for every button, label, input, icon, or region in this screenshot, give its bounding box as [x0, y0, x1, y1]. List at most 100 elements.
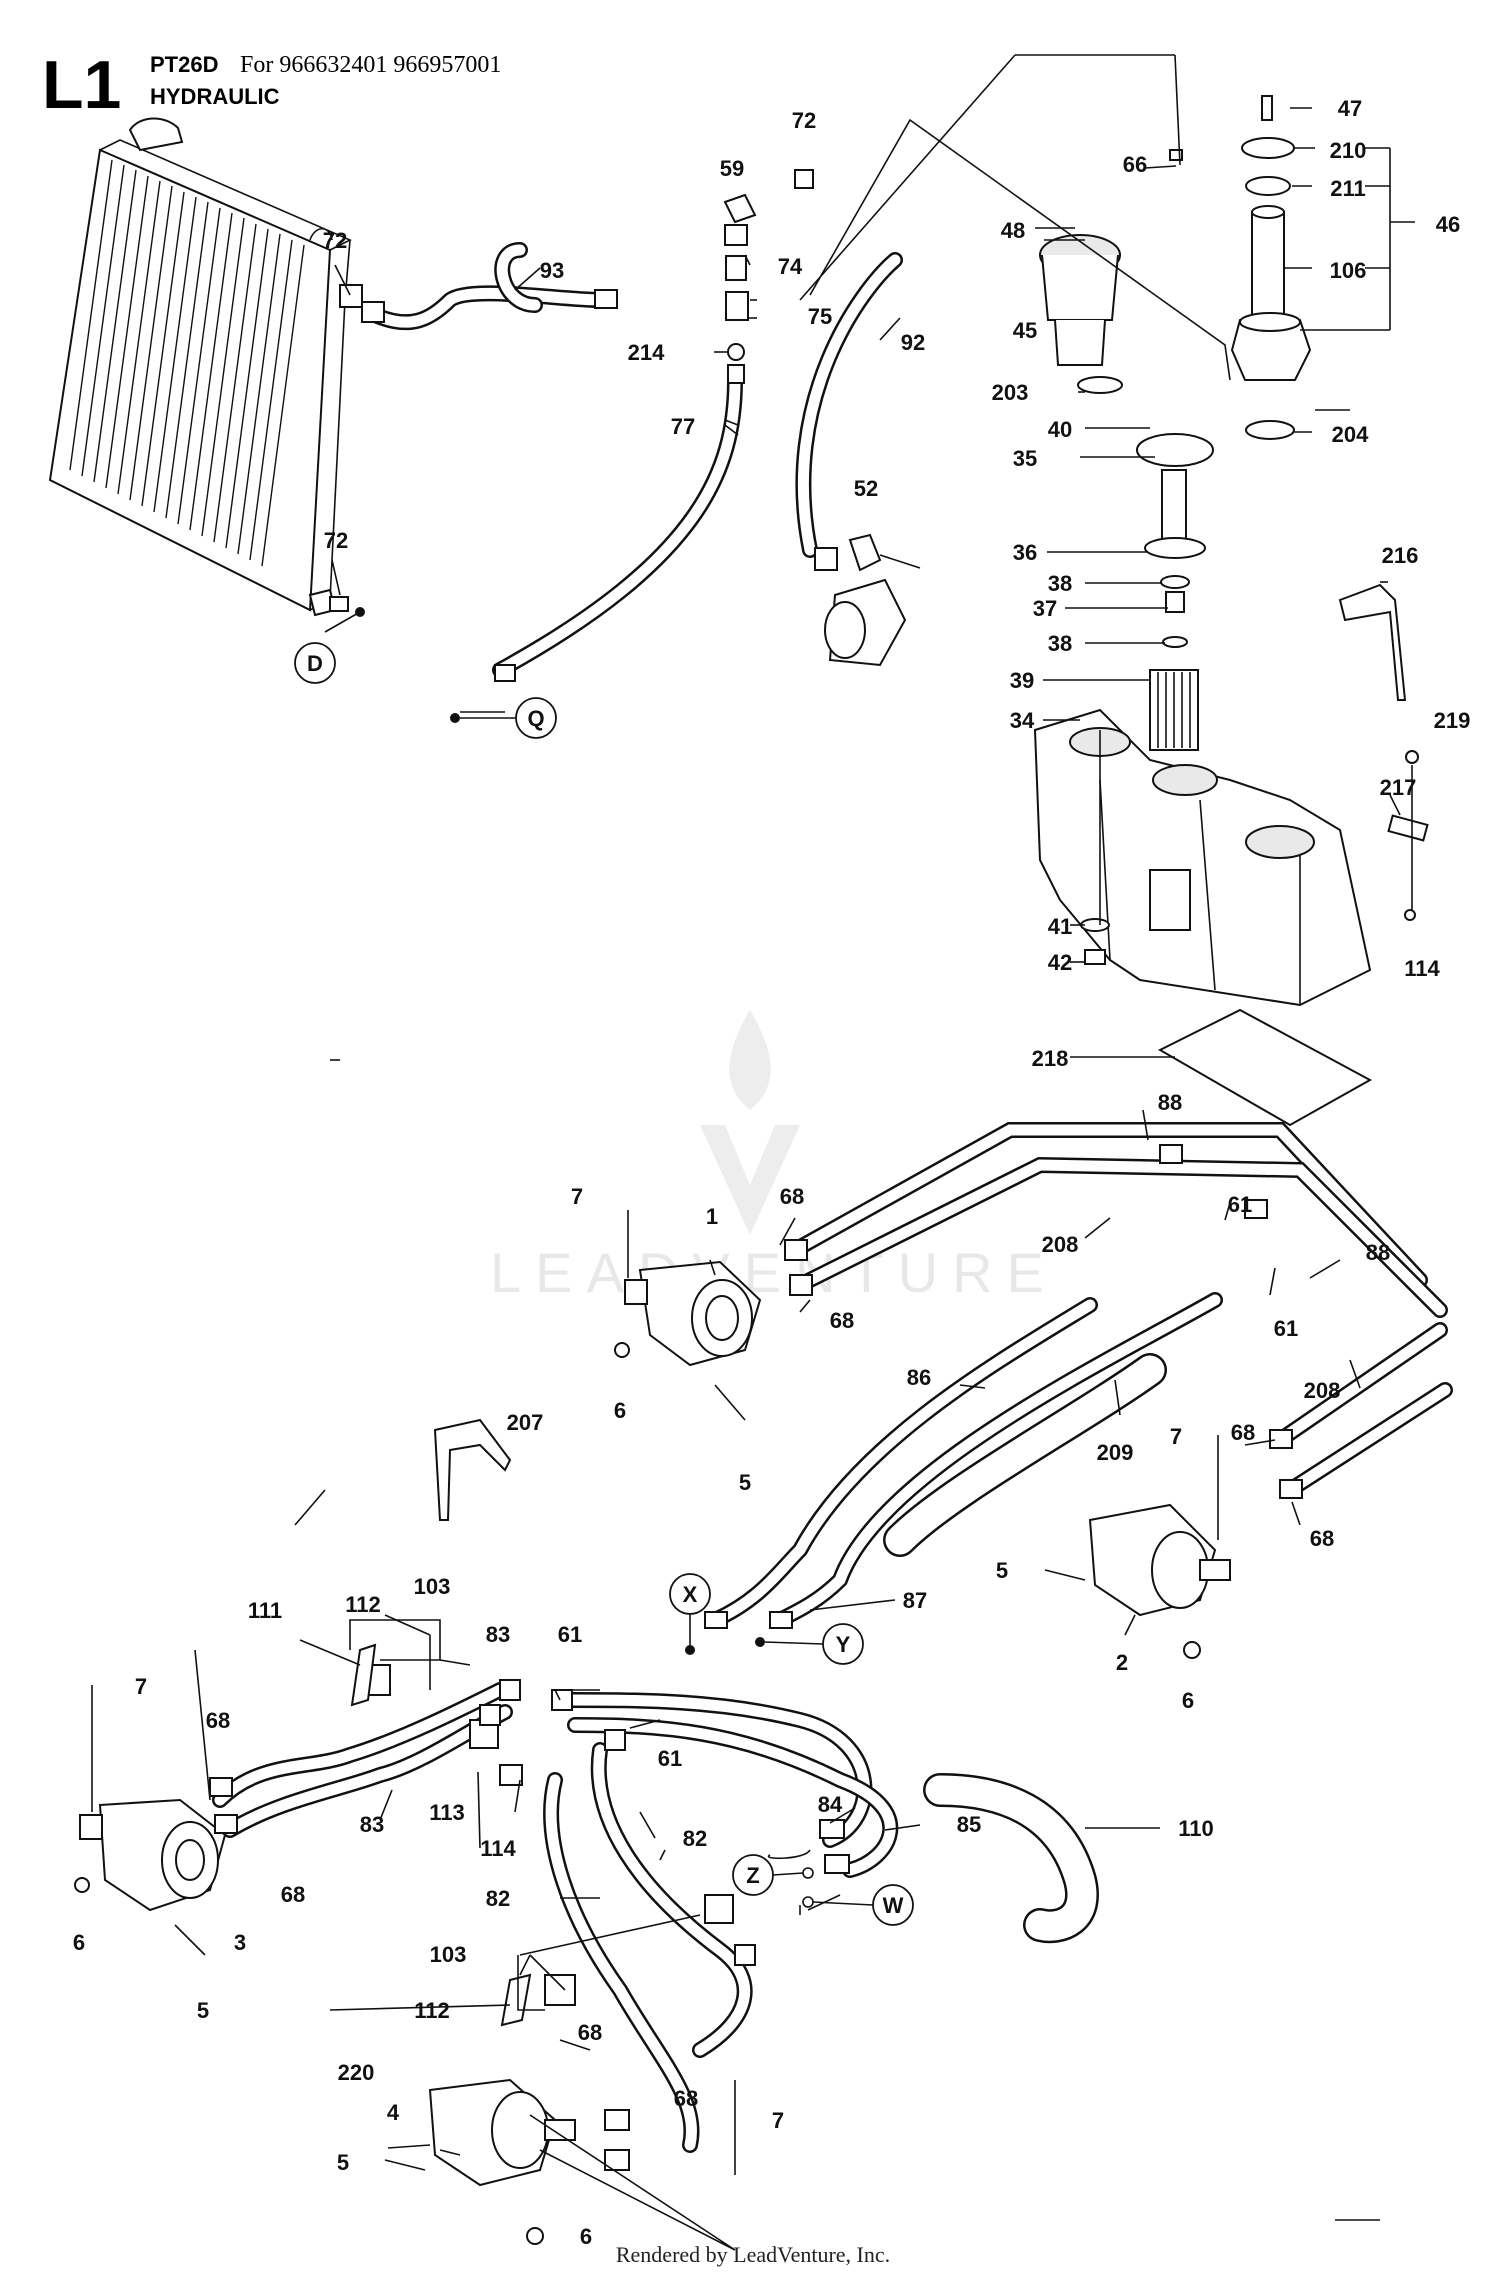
callout: 40 — [1048, 417, 1072, 442]
callout: 68 — [780, 1184, 804, 1209]
callout: 35 — [1013, 446, 1037, 471]
callout: 52 — [854, 476, 878, 501]
section-code: L1 — [42, 47, 121, 123]
callout: 88 — [1366, 1240, 1390, 1265]
callout: 37 — [1033, 596, 1057, 621]
callout: 103 — [430, 1942, 467, 1967]
callout: 218 — [1032, 1046, 1069, 1071]
callout: 211 — [1330, 176, 1366, 201]
callout: 219 — [1434, 708, 1471, 733]
callout: 6 — [614, 1398, 626, 1423]
callout: 216 — [1382, 543, 1419, 568]
callout: 61 — [558, 1622, 582, 1647]
callout: 68 — [281, 1882, 305, 1907]
connection-z: Z — [732, 1854, 814, 1896]
callout: 92 — [901, 330, 925, 355]
hydraulic-reservoir — [1033, 95, 1429, 1127]
callout: 114 — [1404, 956, 1440, 981]
connection-q-label: Q — [527, 706, 544, 731]
footer-credit: Rendered by LeadVenture, Inc. — [616, 2242, 890, 2267]
callout: 208 — [1304, 1378, 1341, 1403]
callout: 85 — [957, 1812, 981, 1837]
diagram-header: L1 PT26D For 966632401 966957001 HYDRAUL… — [42, 47, 501, 123]
callout: 38 — [1048, 571, 1072, 596]
callout: 5 — [337, 2150, 349, 2175]
watermark-text: LEADVENTURE — [490, 1241, 1058, 1304]
callout: 7 — [772, 2108, 784, 2133]
drive-motor-2 — [1044, 1435, 1231, 1659]
callout: 112 — [414, 1998, 450, 2023]
callout: 6 — [580, 2224, 592, 2249]
callout: 66 — [1123, 152, 1147, 177]
connection-z-label: Z — [746, 1863, 759, 1888]
oil-cooler — [48, 117, 363, 617]
connection-w: W — [802, 1884, 914, 1926]
drive-motor-1 — [614, 1210, 762, 1421]
callout: 203 — [992, 380, 1029, 405]
callout: 7 — [571, 1184, 583, 1209]
callout: 48 — [1001, 218, 1025, 243]
lower-hoses — [209, 1418, 899, 2171]
callout: 42 — [1048, 950, 1072, 975]
callout: 87 — [903, 1588, 927, 1613]
callout: 45 — [1013, 318, 1037, 343]
leader-lines — [194, 54, 1415, 2251]
drive-motor-3 — [74, 1685, 227, 1956]
callout: 72 — [323, 228, 347, 253]
drive-motor-4 — [384, 2078, 736, 2245]
part-callouts: 47 210 211 46 106 66 72 59 48 74 93 75 4… — [73, 96, 1470, 2249]
callout: 6 — [1182, 1688, 1194, 1713]
callout: 68 — [674, 2086, 698, 2111]
callout: 114 — [480, 1836, 516, 1861]
model-name: PT26D — [150, 52, 218, 77]
callout: 68 — [1310, 1526, 1334, 1551]
callout: 111 — [248, 1598, 282, 1623]
callout: 68 — [206, 1708, 230, 1733]
watermark-flame-icon — [729, 1010, 771, 1110]
callout: 88 — [1158, 1090, 1182, 1115]
callout: 34 — [1010, 708, 1035, 733]
callout: 61 — [658, 1746, 682, 1771]
callout: 7 — [1170, 1424, 1182, 1449]
watermark: LEADVENTURE — [490, 1010, 1058, 1304]
callout: 5 — [197, 1998, 209, 2023]
callout: 72 — [324, 528, 348, 553]
callout: 82 — [486, 1886, 510, 1911]
callout: 36 — [1013, 540, 1037, 565]
connection-w-label: W — [883, 1893, 904, 1918]
callout: 204 — [1332, 422, 1369, 447]
connection-y-label: Y — [836, 1632, 851, 1657]
callout: 86 — [907, 1365, 931, 1390]
callout: 209 — [1097, 1440, 1134, 1465]
applies-to: For 966632401 966957001 — [240, 52, 501, 78]
watermark-v-icon — [700, 1125, 800, 1235]
connection-q: Q — [450, 697, 557, 739]
callout: 75 — [808, 304, 832, 329]
callout: 61 — [1228, 1192, 1252, 1217]
connection-x: X — [669, 1573, 711, 1655]
callout: 68 — [578, 2020, 602, 2045]
callout: 6 — [73, 1930, 85, 1955]
callout: 38 — [1048, 631, 1072, 656]
callout: 47 — [1338, 96, 1362, 121]
section-title: HYDRAULIC — [150, 84, 280, 109]
middle-hoses — [704, 1122, 1453, 1944]
callout: 217 — [1380, 775, 1417, 800]
callout: 110 — [1178, 1816, 1214, 1841]
connection-y: Y — [755, 1623, 864, 1665]
callout: 46 — [1436, 212, 1460, 237]
callout: 82 — [683, 1826, 707, 1851]
connection-labels: D Q X Y Z W — [294, 607, 914, 1926]
callout: 83 — [486, 1622, 510, 1647]
callout: 77 — [671, 414, 695, 439]
callout: 113 — [429, 1800, 465, 1825]
connection-d: D — [294, 607, 365, 684]
callout: 59 — [720, 156, 744, 181]
callout: 41 — [1048, 914, 1072, 939]
callout: 83 — [360, 1812, 384, 1837]
callout: 68 — [830, 1308, 854, 1333]
charge-pump — [814, 533, 907, 667]
callout: 214 — [628, 340, 665, 365]
callout: 103 — [414, 1574, 451, 1599]
